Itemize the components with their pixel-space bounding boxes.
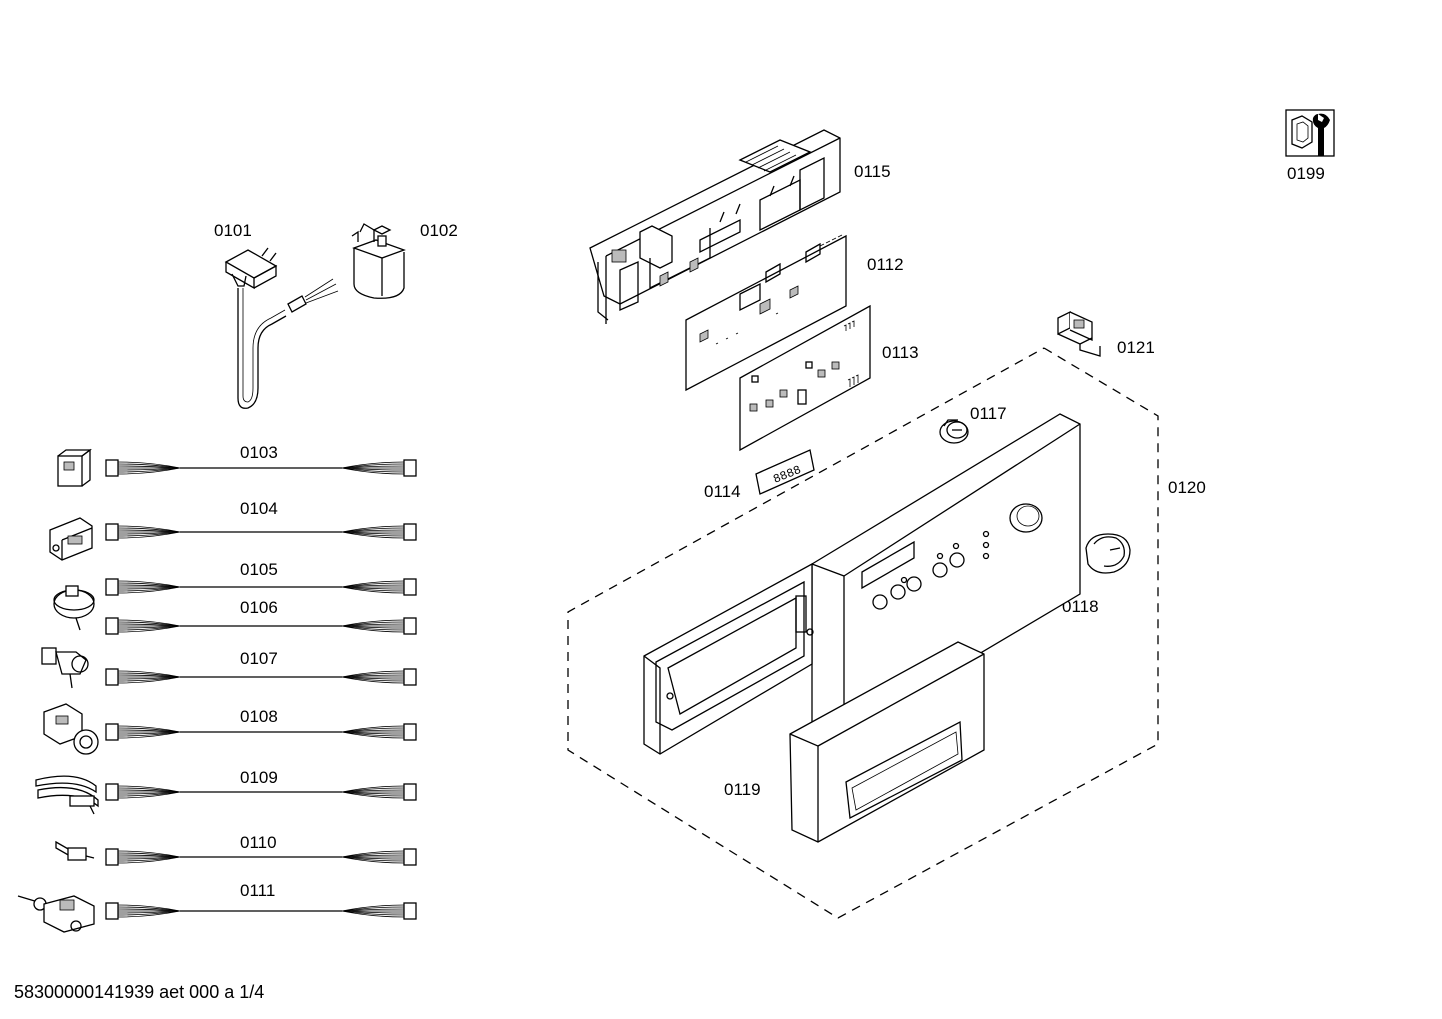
circuit-board-icon: [739, 304, 871, 452]
part-label-0120: 0120: [1168, 478, 1206, 497]
wiring-harness-list: [105, 459, 417, 920]
service-tools-icon: [1285, 109, 1335, 157]
part-label-0199: 0199: [1287, 164, 1325, 183]
part-label-0102: 0102: [420, 221, 458, 240]
control-panel-fascia-icon: [643, 413, 1081, 755]
part-label-0106: 0106: [240, 598, 278, 617]
part-label-0117: 0117: [970, 404, 1007, 423]
part-label-0104: 0104: [240, 499, 278, 518]
part-label-0114: 0114: [704, 482, 741, 501]
circuit-board-icon: [685, 234, 847, 392]
door-lock-icon: [49, 517, 93, 561]
knob-icon: [1085, 533, 1131, 574]
part-label-0107: 0107: [240, 649, 278, 668]
part-label-0101: 0101: [214, 221, 252, 240]
part-label-0109: 0109: [240, 768, 278, 787]
document-reference: 58300000141939 aet 000 a 1/4: [14, 982, 264, 1002]
power-cord-icon: [224, 247, 339, 409]
part-label-0118: 0118: [1062, 597, 1099, 616]
part-label-0121: 0121: [1117, 338, 1155, 357]
pump-icon: [43, 703, 99, 755]
wiring-harness-icon: [105, 668, 417, 686]
pressure-switch-icon: [53, 585, 95, 631]
wiring-harness-icon: [105, 902, 417, 920]
drawer-handle-icon: [789, 641, 985, 843]
part-label-0112: 0112: [867, 255, 904, 274]
control-module-housing-icon: [589, 129, 841, 324]
part-label-0111: 0111: [240, 881, 275, 900]
interference-filter-icon: [351, 223, 406, 299]
part-label-0113: 0113: [882, 343, 919, 362]
wiring-harness-icon: [105, 848, 417, 866]
part-label-0105: 0105: [240, 560, 278, 579]
valve-icon: [41, 647, 89, 689]
heater-element-icon: [35, 775, 99, 815]
wiring-harness-icon: [105, 578, 417, 596]
interlock-clip-icon: [1057, 310, 1101, 357]
wiring-harness-icon: [105, 783, 417, 801]
part-label-0115: 0115: [854, 162, 891, 181]
part-label-0103: 0103: [240, 443, 278, 462]
part-label-0110: 0110: [240, 833, 277, 852]
sensor-icon: [55, 840, 95, 861]
wiring-harness-icon: [105, 459, 417, 477]
assembly-group-outline: [567, 347, 1159, 919]
part-label-0108: 0108: [240, 707, 278, 726]
display-module-icon: 8888: [755, 449, 815, 495]
door-lock-icon: [57, 448, 92, 487]
part-label-0119: 0119: [724, 780, 761, 799]
wiring-harness-icon: [105, 617, 417, 635]
wiring-harness-icon: [105, 723, 417, 741]
knob-icon: [939, 419, 969, 444]
wiring-harness-icon: [105, 523, 417, 541]
valve-icon: [17, 895, 95, 933]
